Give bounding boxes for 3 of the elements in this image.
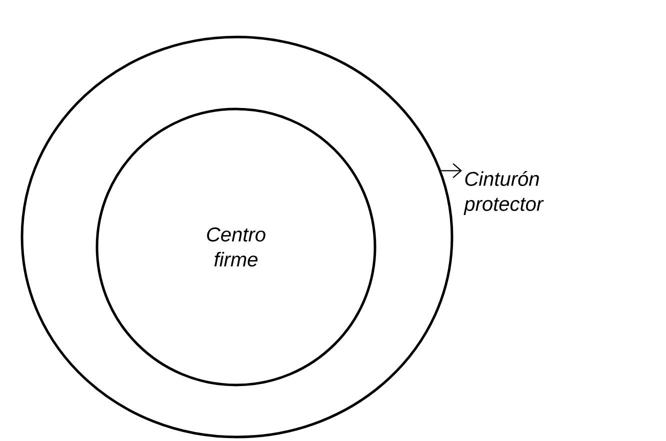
label-text: Cinturón protector <box>464 171 544 215</box>
circle <box>20 36 454 438</box>
arrow <box>441 163 462 178</box>
